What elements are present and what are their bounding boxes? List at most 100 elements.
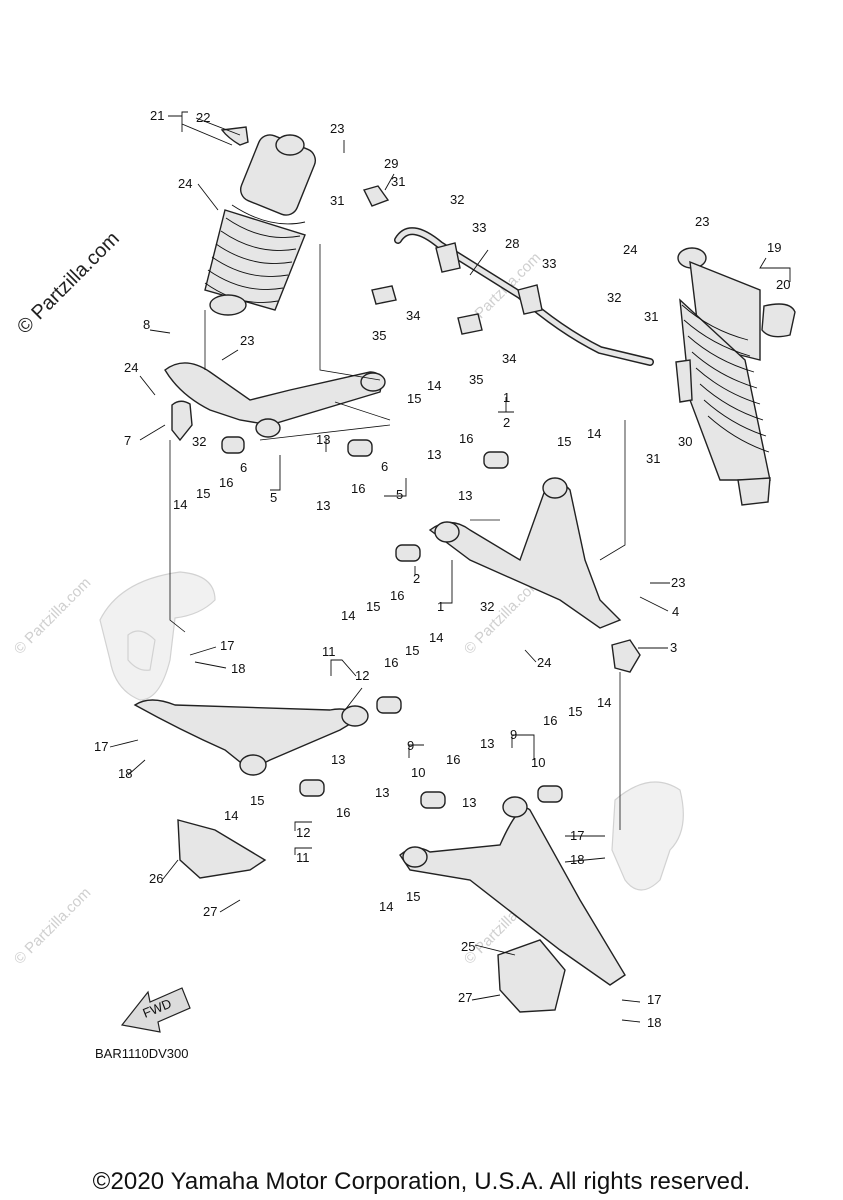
callout-13: 13 — [375, 785, 389, 800]
callout-18: 18 — [647, 1015, 661, 1030]
leader-lines — [109, 111, 791, 1023]
callout-15: 15 — [568, 704, 582, 719]
callout-23: 23 — [240, 333, 254, 348]
callout-16: 16 — [336, 805, 350, 820]
callout-32: 32 — [192, 434, 206, 449]
callout-13: 13 — [331, 752, 345, 767]
callout-17: 17 — [647, 992, 661, 1007]
lower-arm-left — [133, 699, 369, 879]
callout-24: 24 — [623, 242, 637, 257]
callout-20: 20 — [776, 277, 790, 292]
callout-19: 19 — [767, 240, 781, 255]
callout-14: 14 — [427, 378, 441, 393]
callout-32: 32 — [480, 599, 494, 614]
callout-15: 15 — [366, 599, 380, 614]
callout-34: 34 — [406, 308, 420, 323]
callout-12: 12 — [355, 668, 369, 683]
callout-31: 31 — [646, 451, 660, 466]
callout-18: 18 — [570, 852, 584, 867]
callout-22: 22 — [196, 110, 210, 125]
callout-23: 23 — [330, 121, 344, 136]
fwd-arrow: FWD — [120, 987, 191, 1033]
callout-33: 33 — [472, 220, 486, 235]
callout-1: 1 — [437, 599, 444, 614]
callout-15: 15 — [407, 391, 421, 406]
callout-8: 8 — [143, 317, 150, 332]
callout-5: 5 — [270, 490, 277, 505]
callout-10: 10 — [411, 765, 425, 780]
callout-13: 13 — [458, 488, 472, 503]
callout-33: 33 — [542, 256, 556, 271]
upper-arm-left — [164, 362, 386, 442]
callout-6: 6 — [381, 459, 388, 474]
left-shock-absorber — [204, 126, 317, 316]
left-knuckle-ghost — [99, 571, 216, 701]
callout-12: 12 — [296, 825, 310, 840]
watermark: © Partzilla.com — [13, 228, 124, 339]
callout-13: 13 — [462, 795, 476, 810]
bushings — [221, 436, 563, 809]
callout-15: 15 — [196, 486, 210, 501]
callout-16: 16 — [384, 655, 398, 670]
callout-14: 14 — [587, 426, 601, 441]
svg-text:© Partzilla.com: © Partzilla.com — [11, 574, 94, 657]
callout-17: 17 — [94, 739, 108, 754]
diagram-code: BAR1110DV300 — [95, 1046, 189, 1061]
callout-13: 13 — [427, 447, 441, 462]
callout-13: 13 — [480, 736, 494, 751]
callout-18: 18 — [231, 661, 245, 676]
callout-18: 18 — [118, 766, 132, 781]
callout-25: 25 — [461, 939, 475, 954]
lower-arm-right — [399, 796, 626, 1013]
callout-15: 15 — [405, 643, 419, 658]
callout-14: 14 — [379, 899, 393, 914]
callout-1: 1 — [503, 390, 510, 405]
callout-24: 24 — [124, 360, 138, 375]
callout-15: 15 — [406, 889, 420, 904]
callout-23: 23 — [671, 575, 685, 590]
callout-14: 14 — [173, 497, 187, 512]
callout-14: 14 — [597, 695, 611, 710]
callout-24: 24 — [178, 176, 192, 191]
callout-15: 15 — [250, 793, 264, 808]
callout-31: 31 — [644, 309, 658, 324]
callout-27: 27 — [203, 904, 217, 919]
callout-32: 32 — [607, 290, 621, 305]
upper-arm-right — [428, 477, 641, 673]
callout-28: 28 — [505, 236, 519, 251]
callout-6: 6 — [240, 460, 247, 475]
callout-35: 35 — [372, 328, 386, 343]
copyright-notice: ©2020 Yamaha Motor Corporation, U.S.A. A… — [92, 1168, 751, 1195]
callouts: 21 22 23 24 29 31 31 32 33 28 33 23 24 1… — [94, 108, 790, 1030]
guide-lines — [169, 244, 626, 830]
callout-4: 4 — [672, 604, 679, 619]
callout-15: 15 — [557, 434, 571, 449]
callout-34: 34 — [502, 351, 516, 366]
callout-16: 16 — [219, 475, 233, 490]
callout-13: 13 — [316, 432, 330, 447]
callout-35: 35 — [469, 372, 483, 387]
callout-9: 9 — [407, 738, 414, 753]
callout-13: 13 — [316, 498, 330, 513]
callout-14: 14 — [429, 630, 443, 645]
callout-17: 17 — [220, 638, 234, 653]
callout-2: 2 — [503, 415, 510, 430]
callout-27: 27 — [458, 990, 472, 1005]
svg-text:© Partzilla.com: © Partzilla.com — [11, 884, 94, 967]
callout-16: 16 — [390, 588, 404, 603]
callout-11: 11 — [322, 644, 336, 659]
callout-3: 3 — [670, 640, 677, 655]
callout-14: 14 — [224, 808, 238, 823]
callout-32: 32 — [450, 192, 464, 207]
callout-9: 9 — [510, 727, 517, 742]
callout-16: 16 — [543, 713, 557, 728]
callout-5: 5 — [396, 487, 403, 502]
callout-31: 31 — [391, 174, 405, 189]
callout-23: 23 — [695, 214, 709, 229]
callout-30: 30 — [678, 434, 692, 449]
callout-16: 16 — [459, 431, 473, 446]
callout-24: 24 — [537, 655, 551, 670]
callout-29: 29 — [384, 156, 398, 171]
callout-10: 10 — [531, 755, 545, 770]
